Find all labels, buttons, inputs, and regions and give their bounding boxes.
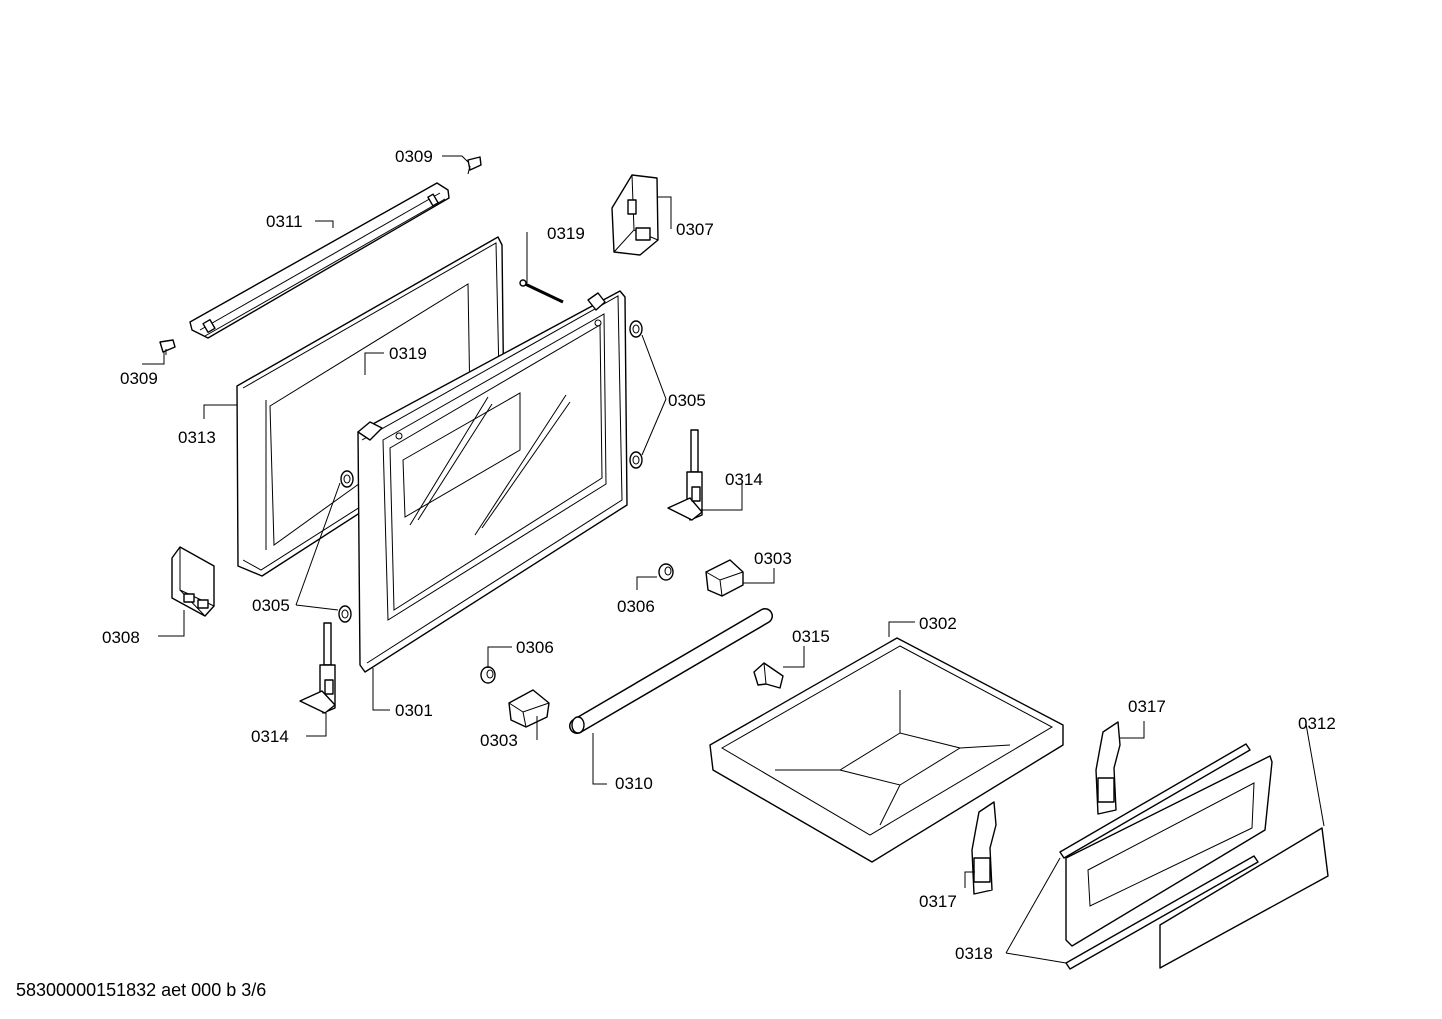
part-0312-glass-pane [1065,755,1329,969]
callout-0309-left: 0309 [120,369,158,388]
part-0309-screw-left [159,339,176,355]
part-0314-hinge-left [299,622,336,714]
part-0317-bracket-top [1095,721,1121,815]
callout-0307: 0307 [676,220,714,239]
part-0318-strips [1059,743,1259,970]
callout-0302: 0302 [919,614,957,633]
part-0303-cover-right [705,559,744,597]
part-0301-door-frame [357,290,628,673]
callout-0315: 0315 [792,627,830,646]
callout-0306-left: 0306 [516,638,554,657]
part-0308-bracket [171,546,215,617]
callout-0306-right: 0306 [617,597,655,616]
callout-0318: 0318 [955,944,993,963]
callout-0303-right: 0303 [754,549,792,568]
callout-0314-right: 0314 [725,470,763,489]
part-0306-knob-left [480,666,496,684]
callout-0313: 0313 [178,428,216,447]
part-0315-clip [753,662,784,689]
callout-0319-top: 0319 [547,224,585,243]
callout-0309-top: 0309 [395,147,433,166]
callout-0308: 0308 [102,628,140,647]
part-0305-bushings [338,320,643,623]
part-0306-knob-right [658,563,674,581]
part-0311-top-trim [189,182,450,339]
leader-lines [142,155,1325,964]
callout-0317-bottom: 0317 [919,892,957,911]
callout-0314-left: 0314 [251,727,289,746]
part-0314-hinge-right [667,429,703,521]
callout-labels: 0309 0311 0307 0319 0309 0319 0305 0313 … [102,147,1336,963]
part-0302-tray [709,637,1064,863]
part-0307-bracket [611,174,659,256]
part-0310-seal-tube [569,608,773,734]
part-0303-cover-left [508,689,550,728]
callout-0301: 0301 [395,701,433,720]
callout-0319-mid: 0319 [389,344,427,363]
part-0317-bracket-bottom [971,801,997,895]
part-0319-pin-top [519,279,564,304]
callout-0312: 0312 [1298,714,1336,733]
callout-0310: 0310 [615,774,653,793]
callout-0303-left: 0303 [480,731,518,750]
callout-0311: 0311 [266,212,303,231]
callout-0305-right: 0305 [668,391,706,410]
callout-0305-left: 0305 [252,596,290,615]
document-id-footer: 58300000151832 aet 000 b 3/6 [16,980,267,1000]
callout-0317-top: 0317 [1128,697,1166,716]
part-0309-screw-top [467,156,482,175]
